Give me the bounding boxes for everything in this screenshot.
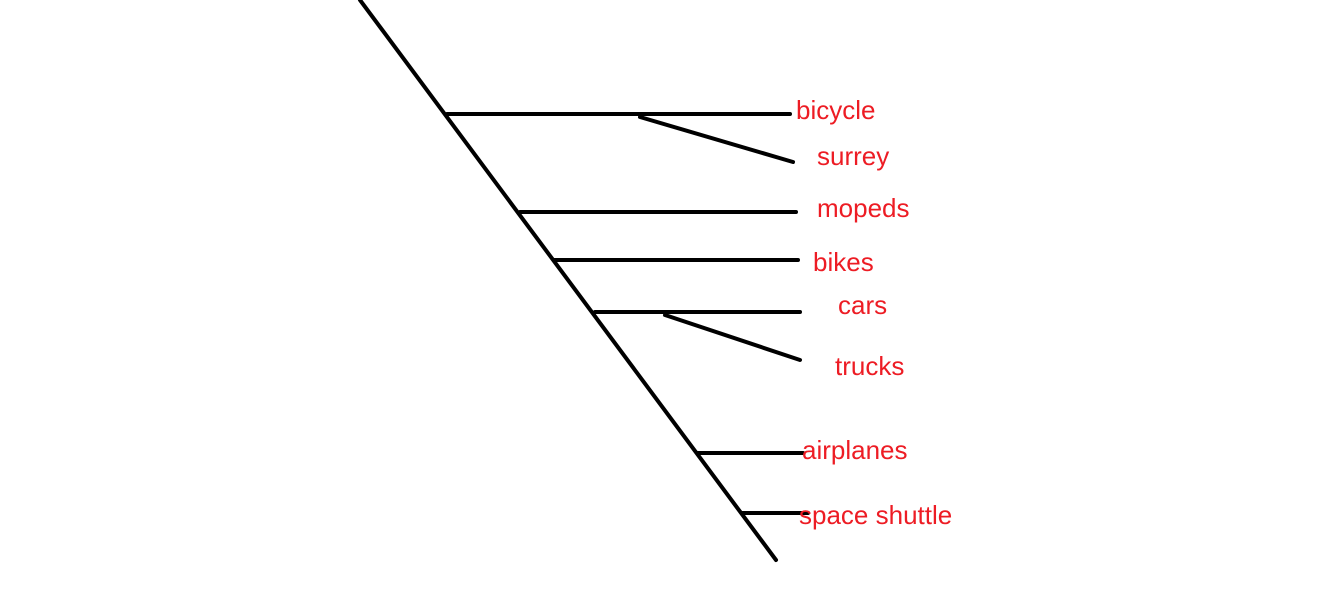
branch-trucks — [663, 313, 802, 362]
branch-surrey — [638, 115, 795, 164]
label-surrey: surrey — [817, 141, 890, 171]
label-space-shuttle: space shuttle — [799, 500, 953, 530]
label-trucks: trucks — [835, 351, 905, 381]
main-trunk — [358, 0, 778, 562]
label-cars: cars — [838, 290, 888, 320]
label-bicycle: bicycle — [796, 95, 876, 125]
label-mopeds: mopeds — [817, 193, 910, 223]
label-bikes: bikes — [813, 247, 874, 277]
label-airplanes: airplanes — [802, 435, 908, 465]
